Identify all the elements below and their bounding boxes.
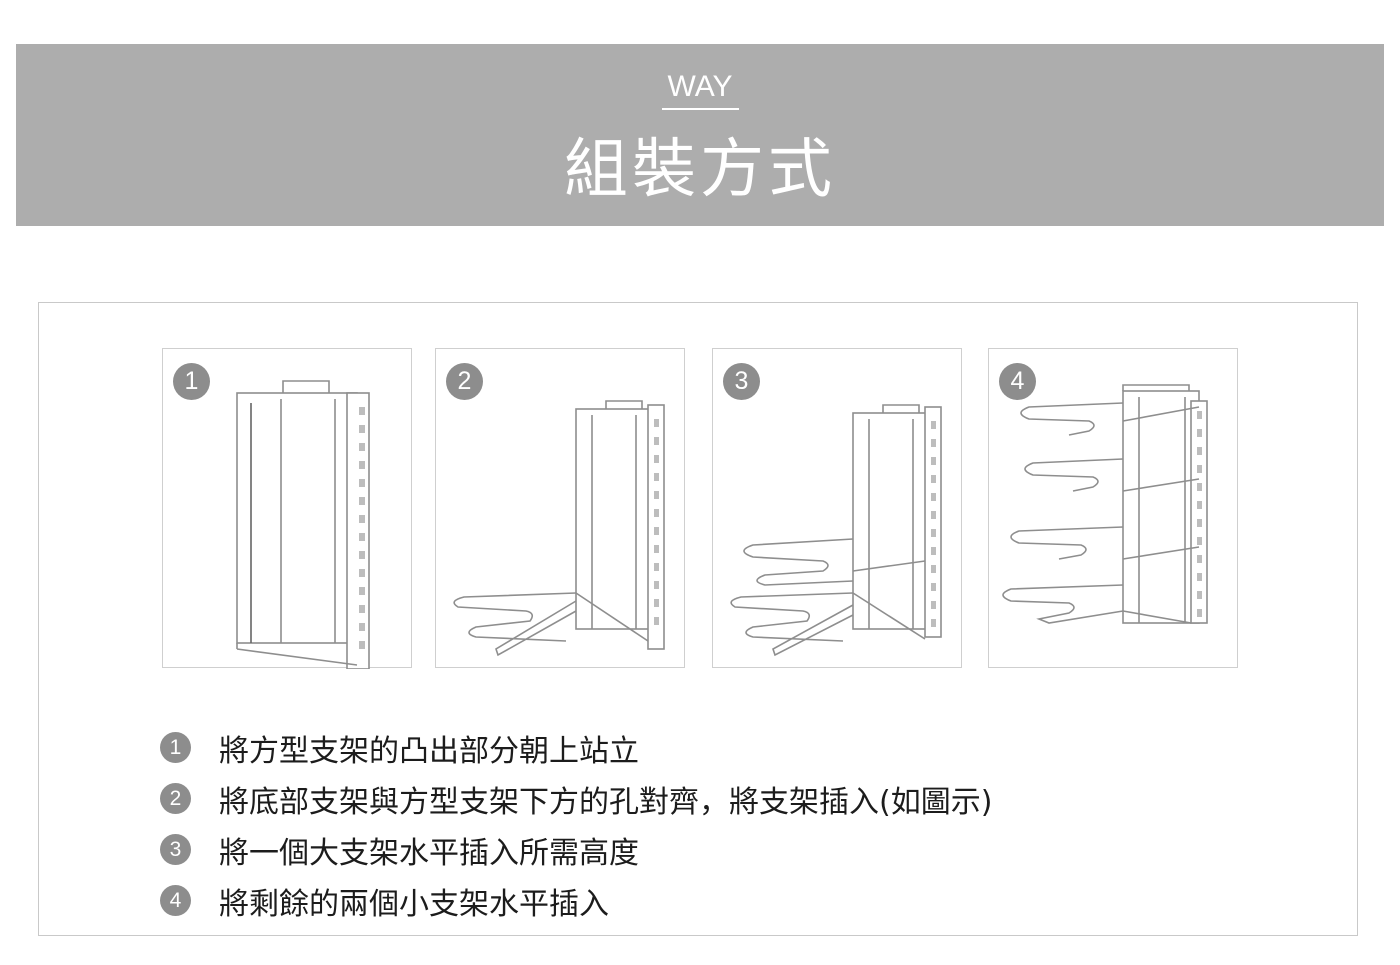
step-4-badge: 4 — [999, 363, 1036, 400]
rack-large-shelf-icon — [730, 404, 942, 657]
step-text: 將方型支架的凸出部分朝上站立 — [219, 733, 639, 769]
step-number-badge: 2 — [160, 783, 191, 814]
rack-complete-icon — [1002, 384, 1208, 624]
instruction-steps: 1 將方型支架的凸出部分朝上站立 2 將底部支架與方型支架下方的孔對齊，將支架插… — [160, 722, 1260, 926]
step-1-illustration: 1 — [162, 348, 412, 669]
header-title: 組裝方式 — [564, 133, 836, 207]
step-text: 將底部支架與方型支架下方的孔對齊，將支架插入(如圖示) — [219, 784, 993, 820]
step-number-badge: 1 — [160, 732, 191, 763]
header-banner: WAY 組裝方式 — [16, 44, 1384, 226]
rack-upright-icon — [236, 380, 370, 669]
step-item: 3 將一個大支架水平插入所需高度 — [160, 824, 1260, 875]
step-number-badge: 3 — [160, 834, 191, 865]
header-subtitle: WAY — [16, 70, 1384, 110]
instruction-frame — [38, 302, 1358, 936]
step-1-badge: 1 — [173, 363, 210, 400]
step-text: 將一個大支架水平插入所需高度 — [219, 835, 639, 871]
rack-base-icon — [453, 400, 665, 657]
step-item: 2 將底部支架與方型支架下方的孔對齊，將支架插入(如圖示) — [160, 773, 1260, 824]
step-3-badge: 3 — [723, 363, 760, 400]
header-subtitle-text: WAY — [661, 70, 739, 110]
step-3-illustration: 3 — [712, 348, 962, 668]
step-text: 將剩餘的兩個小支架水平插入 — [219, 886, 609, 922]
step-item: 4 將剩餘的兩個小支架水平插入 — [160, 875, 1260, 926]
step-number-badge: 4 — [160, 885, 191, 916]
step-2-badge: 2 — [446, 363, 483, 400]
step-2-illustration: 2 — [435, 348, 685, 668]
step-4-illustration: 4 — [988, 348, 1238, 668]
step-item: 1 將方型支架的凸出部分朝上站立 — [160, 722, 1260, 773]
